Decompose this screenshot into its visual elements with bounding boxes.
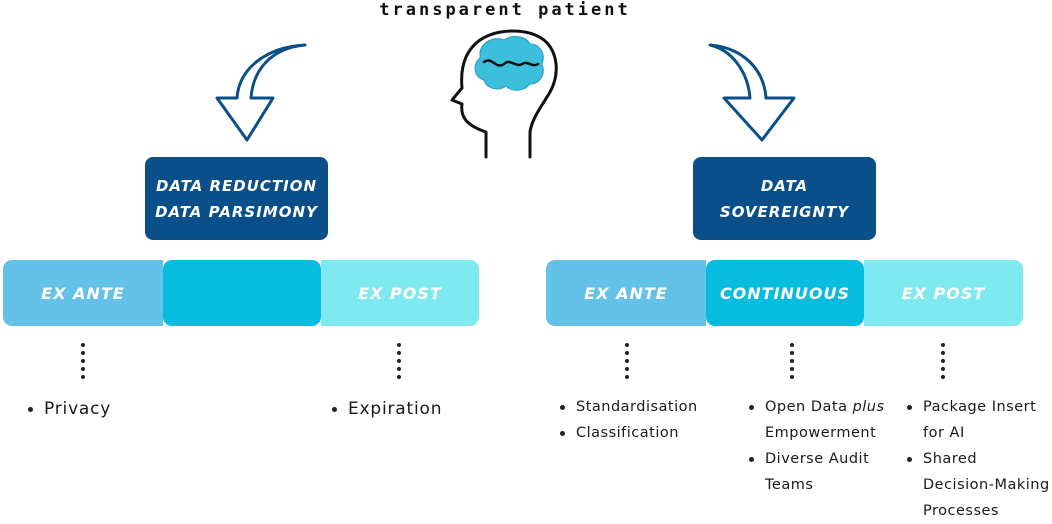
list-item: Shared Decision-Making Processes	[907, 446, 1050, 524]
list-item: Expiration	[332, 398, 442, 420]
head-brain-icon	[450, 29, 558, 159]
dot-leader	[397, 343, 401, 383]
box-line: DATA REDUCTION	[155, 176, 318, 195]
segment-ex-ante: EX ANTE	[3, 260, 163, 326]
list-item: Standardisation	[560, 394, 698, 420]
diagram-title: transparent patient	[379, 0, 631, 20]
list-item: Package Insert for AI	[907, 394, 1050, 446]
dot-leader	[941, 343, 945, 383]
dot-leader	[625, 343, 629, 383]
box-line: DATA PARSIMONY	[155, 202, 318, 221]
bullet-list-ex-post: Package Insert for AI Shared Decision-Ma…	[907, 394, 1050, 524]
box-line: DATA	[760, 176, 809, 195]
segment-ex-post: EX POST	[321, 260, 479, 326]
bullet-list-ex-ante: Privacy	[28, 398, 111, 420]
list-item: Diverse Audit Teams	[749, 446, 885, 498]
right-timeline-bar: EX ANTE CONTINUOUS EX POST	[546, 260, 1023, 326]
data-sovereignty-box: DATA SOVEREIGNTY	[693, 157, 876, 240]
segment-continuous: CONTINUOUS	[706, 260, 864, 326]
segment-ex-post: EX POST	[864, 260, 1023, 326]
bullet-list-continuous: Open Data plus Empowerment Diverse Audit…	[749, 394, 885, 498]
curved-arrow-icon	[215, 43, 307, 142]
data-reduction-box: DATA REDUCTION DATA PARSIMONY	[145, 157, 328, 240]
dot-leader	[81, 343, 85, 383]
left-timeline-bar: EX ANTE EX POST	[3, 260, 479, 326]
list-item: Classification	[560, 420, 698, 446]
bullet-list-ex-post: Expiration	[332, 398, 442, 420]
segment-continuous	[163, 260, 321, 326]
list-item: Privacy	[28, 398, 111, 420]
dot-leader	[790, 343, 794, 383]
box-line: SOVEREIGNTY	[719, 202, 850, 221]
list-item: Open Data plus Empowerment	[749, 394, 885, 446]
segment-ex-ante: EX ANTE	[546, 260, 706, 326]
bullet-list-ex-ante: Standardisation Classification	[560, 394, 698, 446]
curved-arrow-icon	[708, 43, 796, 142]
